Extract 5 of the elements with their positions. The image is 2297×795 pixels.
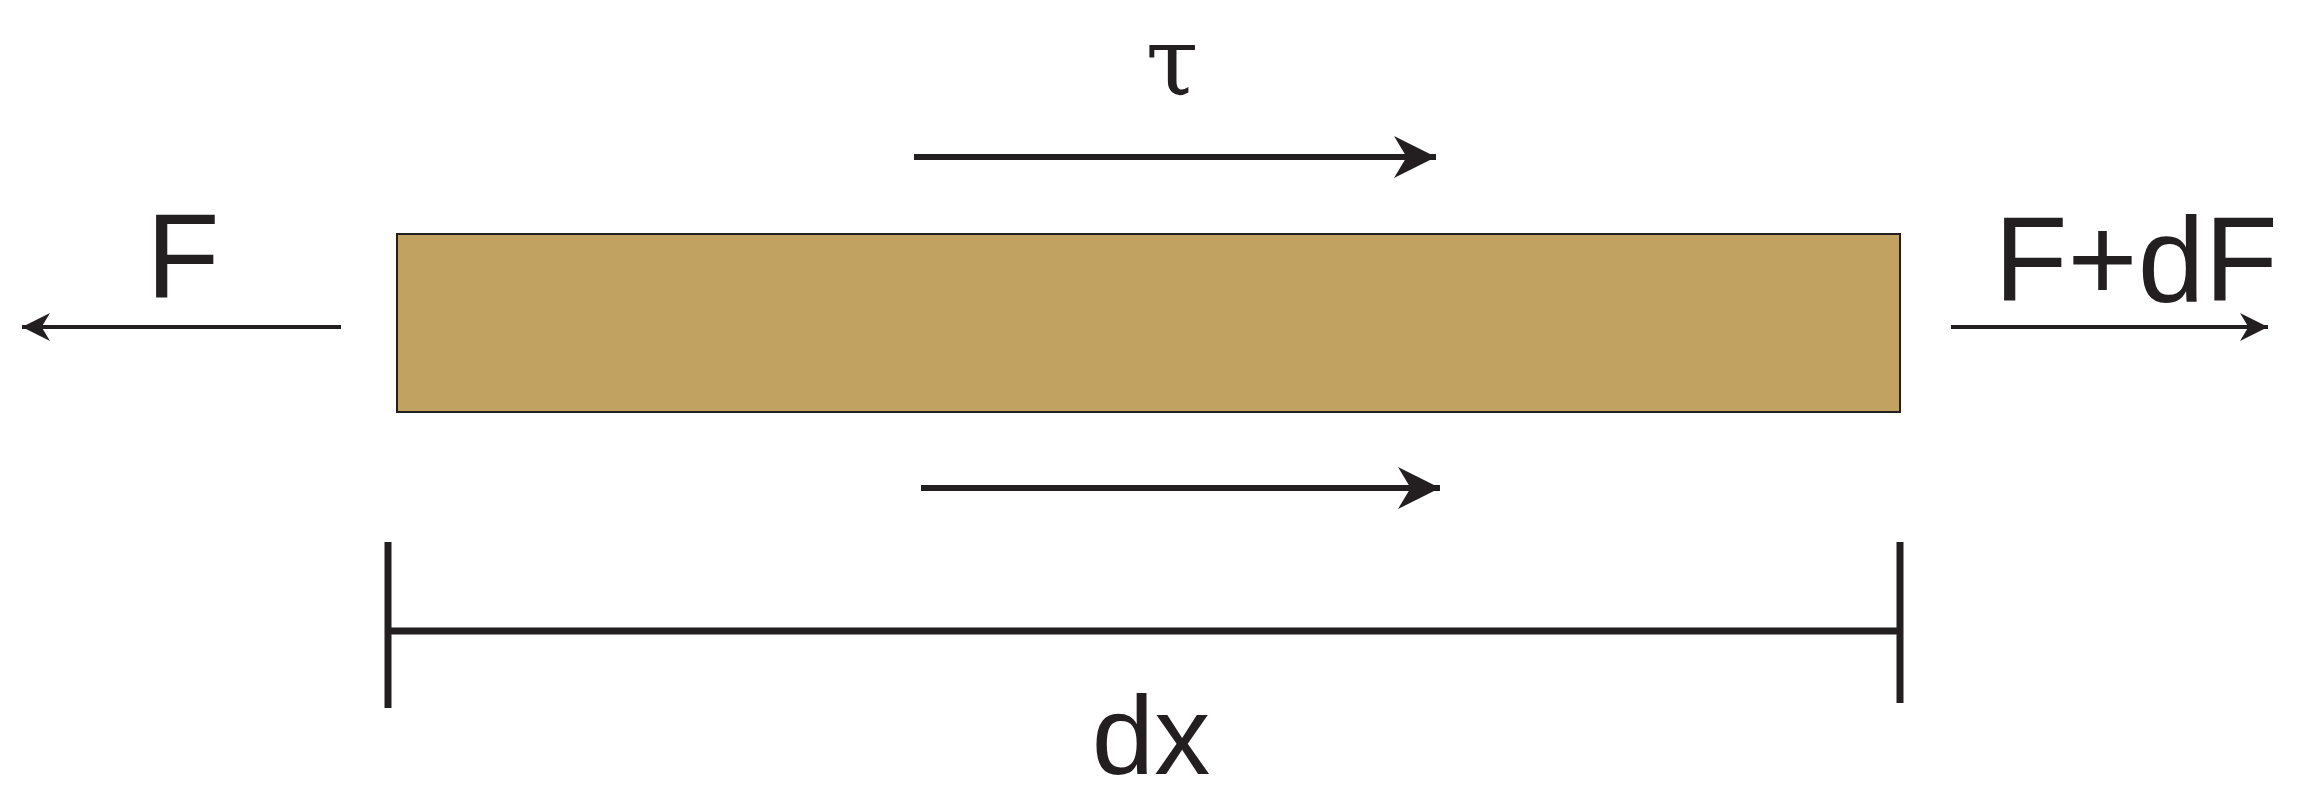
shear-stress-label: τ	[1145, 14, 1199, 110]
force-label: F+dF	[1994, 199, 2278, 319]
beam-segment	[396, 233, 1901, 413]
force-label: F	[146, 196, 220, 316]
dimension-label: dx	[1091, 680, 1211, 792]
